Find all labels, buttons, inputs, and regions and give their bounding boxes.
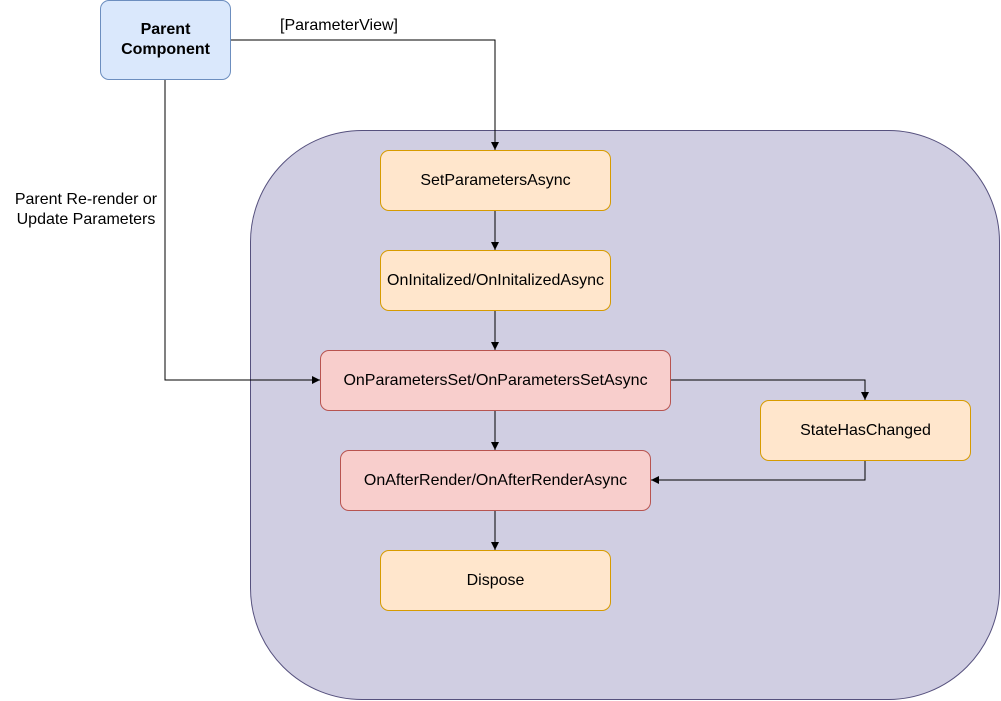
set-parameters-async-node: SetParametersAsync [380, 150, 611, 211]
on-after-render-node: OnAfterRender/OnAfterRenderAsync [340, 450, 651, 511]
state-has-changed-node: StateHasChanged [760, 400, 971, 461]
dispose-node: Dispose [380, 550, 611, 611]
parent-component-node: Parent Component [100, 0, 231, 80]
on-initialized-node: OnInitalized/OnInitalizedAsync [380, 250, 611, 311]
edge-label-parameter-view: [ParameterView] [280, 17, 398, 34]
on-parameters-set-node: OnParametersSet/OnParametersSetAsync [320, 350, 671, 411]
edge-label-parent-rerender: Parent Re-render or Update Parameters [14, 191, 158, 228]
